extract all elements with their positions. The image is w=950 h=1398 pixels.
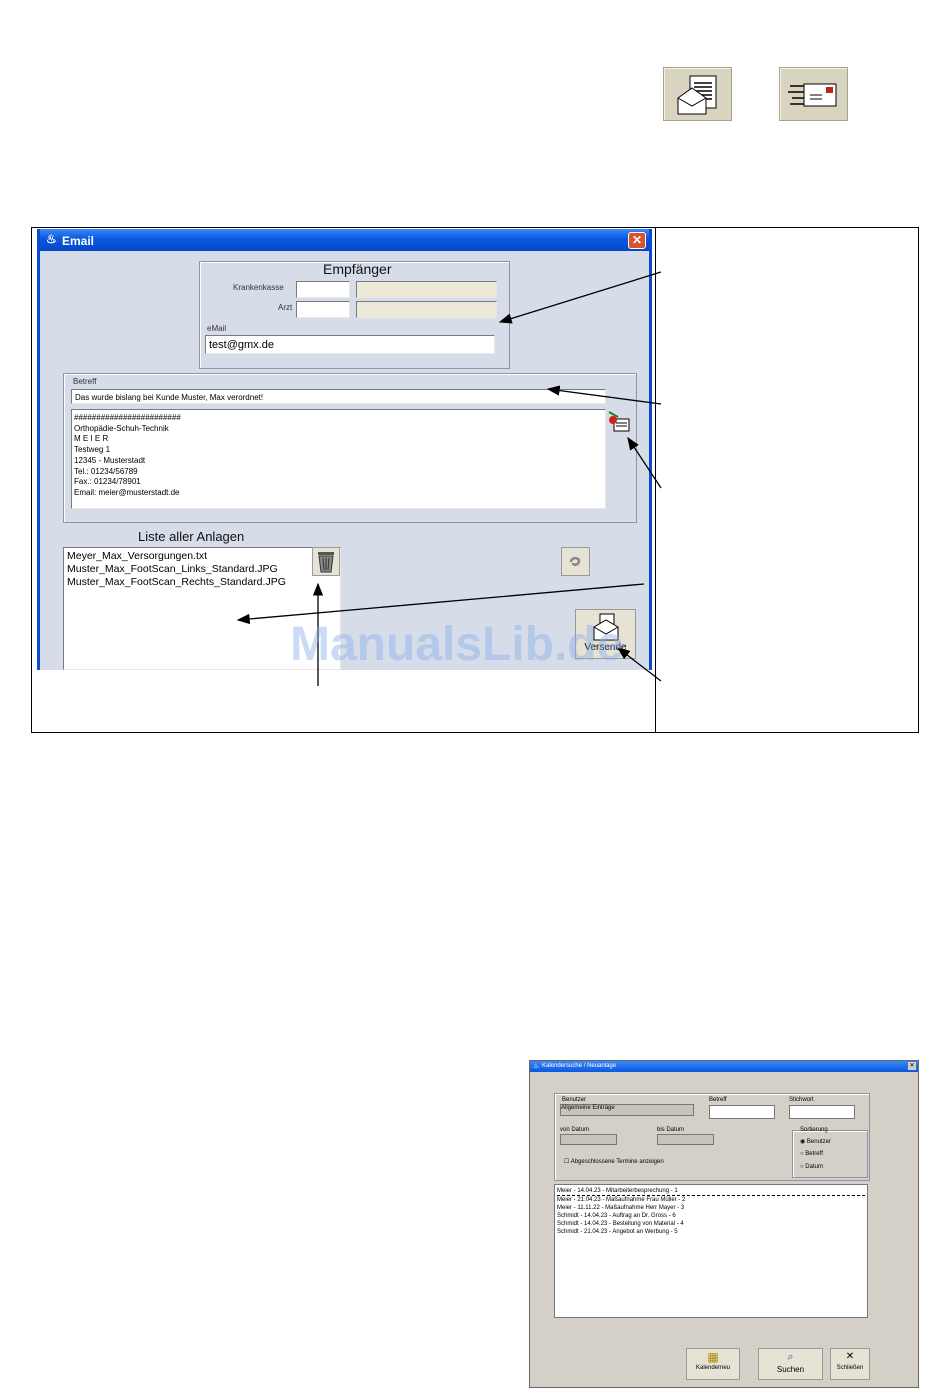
list-item[interactable]: Meier - 14.04.23 - Mitarbeiterbesprechun… bbox=[557, 1187, 865, 1196]
attach-button[interactable] bbox=[561, 547, 590, 576]
krankenkasse-name-input[interactable] bbox=[356, 281, 497, 298]
trash-icon bbox=[318, 552, 334, 573]
calendar-titlebar: ♨ Kalendersuche / Neuanlage ✕ bbox=[530, 1061, 918, 1072]
sort-option-label: Betreff bbox=[805, 1151, 823, 1157]
body-line: Fax.: 01234/78901 bbox=[74, 477, 141, 487]
benutzer-select[interactable]: Allgemeine Einträge bbox=[560, 1104, 694, 1116]
signature-icon bbox=[608, 411, 630, 432]
list-item[interactable]: Meier - 21.04.23 - Maßaufnahme Frau Müll… bbox=[557, 1197, 686, 1203]
bis-datum-label: bis Datum bbox=[657, 1127, 685, 1133]
attachment-item[interactable]: Muster_Max_FootScan_Links_Standard.JPG bbox=[67, 563, 278, 575]
stichwort-input[interactable] bbox=[789, 1105, 855, 1119]
show-closed-label: Abgeschlossene Termine anzeigen bbox=[570, 1159, 664, 1165]
email-dialog-title: Email bbox=[62, 234, 95, 248]
calendar-app-icon: ♨ bbox=[533, 1063, 540, 1070]
stichwort-label: Stichwort bbox=[789, 1097, 814, 1103]
calendar-new-icon: ▦ bbox=[707, 1350, 719, 1364]
calendar-search-button[interactable]: ⌕ Suchen bbox=[758, 1348, 823, 1380]
email-label: eMail bbox=[207, 324, 227, 333]
calendar-new-label: Kalenderneu bbox=[695, 1365, 731, 1371]
calendar-filter-group bbox=[554, 1093, 870, 1181]
calendar-title: Kalendersuche / Neuanlage bbox=[542, 1063, 617, 1069]
email-send-button[interactable] bbox=[779, 67, 848, 121]
krankenkasse-label: Krankenkasse bbox=[233, 283, 284, 292]
arzt-label: Arzt bbox=[278, 303, 293, 312]
signature-button[interactable] bbox=[606, 409, 632, 435]
watermark: ManualsLib.de bbox=[290, 618, 624, 671]
calendar-results-list[interactable]: Meier - 14.04.23 - Mitarbeiterbesprechun… bbox=[554, 1184, 868, 1318]
arzt-name-input[interactable] bbox=[356, 301, 497, 318]
body-line: 12345 - Musterstadt bbox=[74, 455, 146, 465]
close-icon: ✕ bbox=[631, 233, 643, 247]
subject-label: Betreff bbox=[73, 377, 97, 386]
calendar-close-label: Schließen bbox=[836, 1365, 864, 1371]
calendar-new-button[interactable]: ▦ Kalenderneu bbox=[686, 1348, 740, 1380]
sort-option-label: Datum bbox=[805, 1164, 823, 1170]
body-line: Tel.: 01234/56789 bbox=[74, 466, 138, 476]
betreff-filter-label: Betreff bbox=[709, 1097, 727, 1103]
sort-radio-datum[interactable]: ○ Datum bbox=[800, 1164, 823, 1170]
attachments-title: Liste aller Anlagen bbox=[138, 529, 245, 544]
email-dialog: ♨ Email ✕ Empfänger Krankenkasse Arzt eM… bbox=[37, 229, 652, 670]
list-item[interactable]: Schmidt - 14.04.23 - Bestellung von Mate… bbox=[557, 1221, 684, 1227]
sort-option-label: Benutzer bbox=[806, 1139, 831, 1145]
sort-radio-benutzer[interactable]: ◉ Benutzer bbox=[800, 1139, 831, 1145]
calendar-dialog: ♨ Kalendersuche / Neuanlage ✕ Benutzer A… bbox=[529, 1060, 919, 1388]
send-label: Versende bbox=[584, 642, 627, 653]
email-dialog-titlebar: ♨ Email ✕ bbox=[40, 229, 649, 251]
attachment-item[interactable]: Meyer_Max_Versorgungen.txt bbox=[67, 550, 208, 562]
arzt-number-input[interactable] bbox=[296, 301, 350, 318]
show-closed-checkbox[interactable]: ☐ Abgeschlossene Termine anzeigen bbox=[564, 1159, 664, 1165]
delete-attachment-button[interactable] bbox=[312, 547, 340, 576]
envelope-document-icon bbox=[677, 75, 717, 115]
body-line: M E I E R bbox=[74, 434, 109, 444]
figure-frame-right bbox=[655, 227, 919, 733]
calendar-close-dialog-button[interactable]: ✕ Schließen bbox=[830, 1348, 870, 1380]
list-item[interactable]: Meier - 11.11.22 - Maßaufnahme Herr Maye… bbox=[557, 1205, 685, 1211]
body-line: Email: meier@musterstadt.de bbox=[74, 487, 180, 497]
body-line: Orthopädie-Schuh-Technik bbox=[74, 423, 169, 433]
attachment-item[interactable]: Muster_Max_FootScan_Rechts_Standard.JPG bbox=[67, 576, 286, 588]
von-datum-input[interactable] bbox=[560, 1134, 617, 1145]
sort-group bbox=[792, 1130, 868, 1178]
close-button[interactable]: ✕ bbox=[628, 232, 646, 249]
list-item[interactable]: Schmidt - 21.04.23 - Angebot an Werbung … bbox=[557, 1229, 678, 1235]
bis-datum-input[interactable] bbox=[657, 1134, 714, 1145]
app-feet-icon: ♨ bbox=[46, 232, 57, 246]
von-datum-label: von Datum bbox=[560, 1127, 590, 1133]
email-input[interactable]: test@gmx.de bbox=[205, 335, 495, 354]
recipient-group-title: Empfänger bbox=[323, 261, 392, 277]
email-document-button[interactable] bbox=[663, 67, 732, 121]
calendar-search-label: Suchen bbox=[776, 1365, 805, 1374]
subject-input[interactable]: Das wurde bislang bei Kunde Muster, Max … bbox=[71, 389, 606, 404]
x-icon: ✕ bbox=[845, 1351, 855, 1362]
calendar-close-button[interactable]: ✕ bbox=[908, 1062, 916, 1070]
sort-radio-betreff[interactable]: ○ Betreff bbox=[800, 1151, 823, 1157]
email-send-icon bbox=[788, 83, 837, 107]
krankenkasse-number-input[interactable] bbox=[296, 281, 350, 298]
paperclip-icon bbox=[569, 556, 581, 566]
sort-label: Sortierung bbox=[800, 1127, 828, 1133]
message-body-textarea[interactable]: ######################## Orthopädie-Schu… bbox=[71, 409, 606, 509]
body-line: Testweg 1 bbox=[74, 445, 111, 455]
magnifier-icon: ⌕ bbox=[787, 1351, 794, 1363]
body-line: ######################## bbox=[74, 413, 181, 422]
betreff-filter-input[interactable] bbox=[709, 1105, 775, 1119]
list-item[interactable]: Schmidt - 14.04.23 - Auftrag an Dr. Gros… bbox=[557, 1213, 676, 1219]
benutzer-label: Benutzer bbox=[562, 1097, 587, 1103]
